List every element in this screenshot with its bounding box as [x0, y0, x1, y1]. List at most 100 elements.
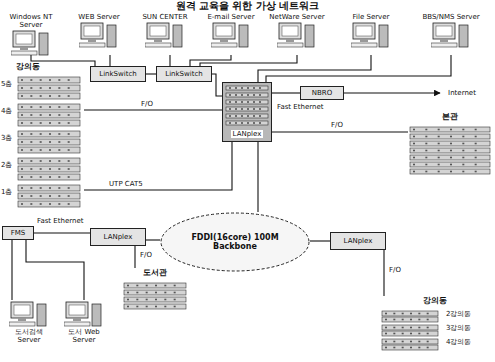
port: [438, 136, 440, 138]
port: [475, 150, 477, 152]
link-line: [272, 131, 408, 132]
node-text: 도서검색 Server: [4, 328, 54, 344]
rack-unit: [18, 85, 80, 91]
port: [253, 108, 255, 110]
port: [413, 136, 415, 138]
port: [253, 115, 255, 117]
link-label: Fast Ethernet: [36, 217, 84, 225]
computer-icon: [351, 21, 391, 49]
rack-unit: [18, 104, 80, 110]
port: [21, 133, 23, 135]
port: [425, 129, 427, 131]
port: [385, 333, 387, 335]
screen: [84, 26, 100, 36]
port: [58, 87, 60, 89]
port: [475, 129, 477, 131]
link-line: [84, 142, 232, 190]
switch-box: LANplex: [90, 228, 146, 246]
port: [155, 306, 157, 308]
port: [259, 115, 261, 117]
port: [241, 115, 243, 117]
rack-unit: [226, 121, 268, 125]
monitor-base: [20, 47, 28, 50]
node-text: SUN CENTER: [142, 13, 187, 21]
rack-unit: [410, 155, 490, 160]
port: [68, 176, 70, 178]
screen: [69, 305, 85, 315]
port: [146, 299, 148, 301]
port: [410, 341, 412, 343]
monitor-base: [88, 39, 96, 42]
port: [49, 149, 51, 151]
port: [450, 157, 452, 159]
port: [68, 168, 70, 170]
server-node: E-mail Server: [200, 13, 262, 55]
port: [40, 79, 42, 81]
port: [418, 333, 420, 335]
monitor: [81, 23, 103, 39]
computer-icon: [64, 300, 104, 328]
building-racks: [408, 125, 492, 181]
port: [30, 160, 32, 162]
screen: [282, 26, 298, 36]
rack-unit: [382, 311, 438, 316]
text-label: 5층: [1, 80, 12, 88]
text-label: 3강의동: [446, 324, 471, 332]
keyboard: [351, 43, 377, 47]
port: [136, 292, 138, 294]
link-label: F/O: [140, 100, 154, 108]
rack-unit: [226, 86, 268, 90]
port: [49, 95, 51, 97]
server-node: NetWare Server: [266, 13, 328, 55]
port: [462, 164, 464, 166]
port: [174, 292, 176, 294]
port: [30, 122, 32, 124]
port: [438, 157, 440, 159]
port: [21, 95, 23, 97]
server-node: BBS/NMS Server: [420, 13, 482, 55]
port: [253, 122, 255, 124]
port: [418, 341, 420, 343]
port: [127, 285, 129, 287]
port: [410, 333, 412, 335]
rack-unit: [410, 169, 490, 174]
rack-unit: [18, 201, 80, 207]
port: [462, 136, 464, 138]
port: [425, 164, 427, 166]
port: [68, 160, 70, 162]
monitor: [13, 31, 35, 47]
monitor-base: [286, 39, 294, 42]
port: [253, 87, 255, 89]
port: [68, 106, 70, 108]
port: [229, 108, 231, 110]
port: [40, 141, 42, 143]
port: [174, 299, 176, 301]
link-line: [146, 239, 160, 240]
rack-unit: [18, 166, 80, 172]
port: [49, 106, 51, 108]
port: [40, 195, 42, 197]
port: [425, 136, 427, 138]
port: [49, 114, 51, 116]
link-line: [109, 55, 110, 66]
rack-unit: [18, 193, 80, 199]
tower: [239, 25, 248, 47]
keyboard: [431, 43, 457, 47]
port: [462, 150, 464, 152]
diagram-title: 원격 교육을 위한 가상 네트워크: [0, 0, 495, 12]
port: [247, 101, 249, 103]
port: [58, 176, 60, 178]
link-label: F/O: [388, 266, 402, 274]
port: [58, 106, 60, 108]
port: [247, 87, 249, 89]
port: [425, 171, 427, 173]
port: [49, 87, 51, 89]
server-node: 도서 Web Server: [58, 300, 110, 358]
port: [425, 157, 427, 159]
keyboard: [11, 51, 37, 55]
port: [127, 299, 129, 301]
link-line: [146, 73, 156, 74]
port: [21, 79, 23, 81]
port: [241, 122, 243, 124]
node-text: Internet: [448, 89, 476, 97]
